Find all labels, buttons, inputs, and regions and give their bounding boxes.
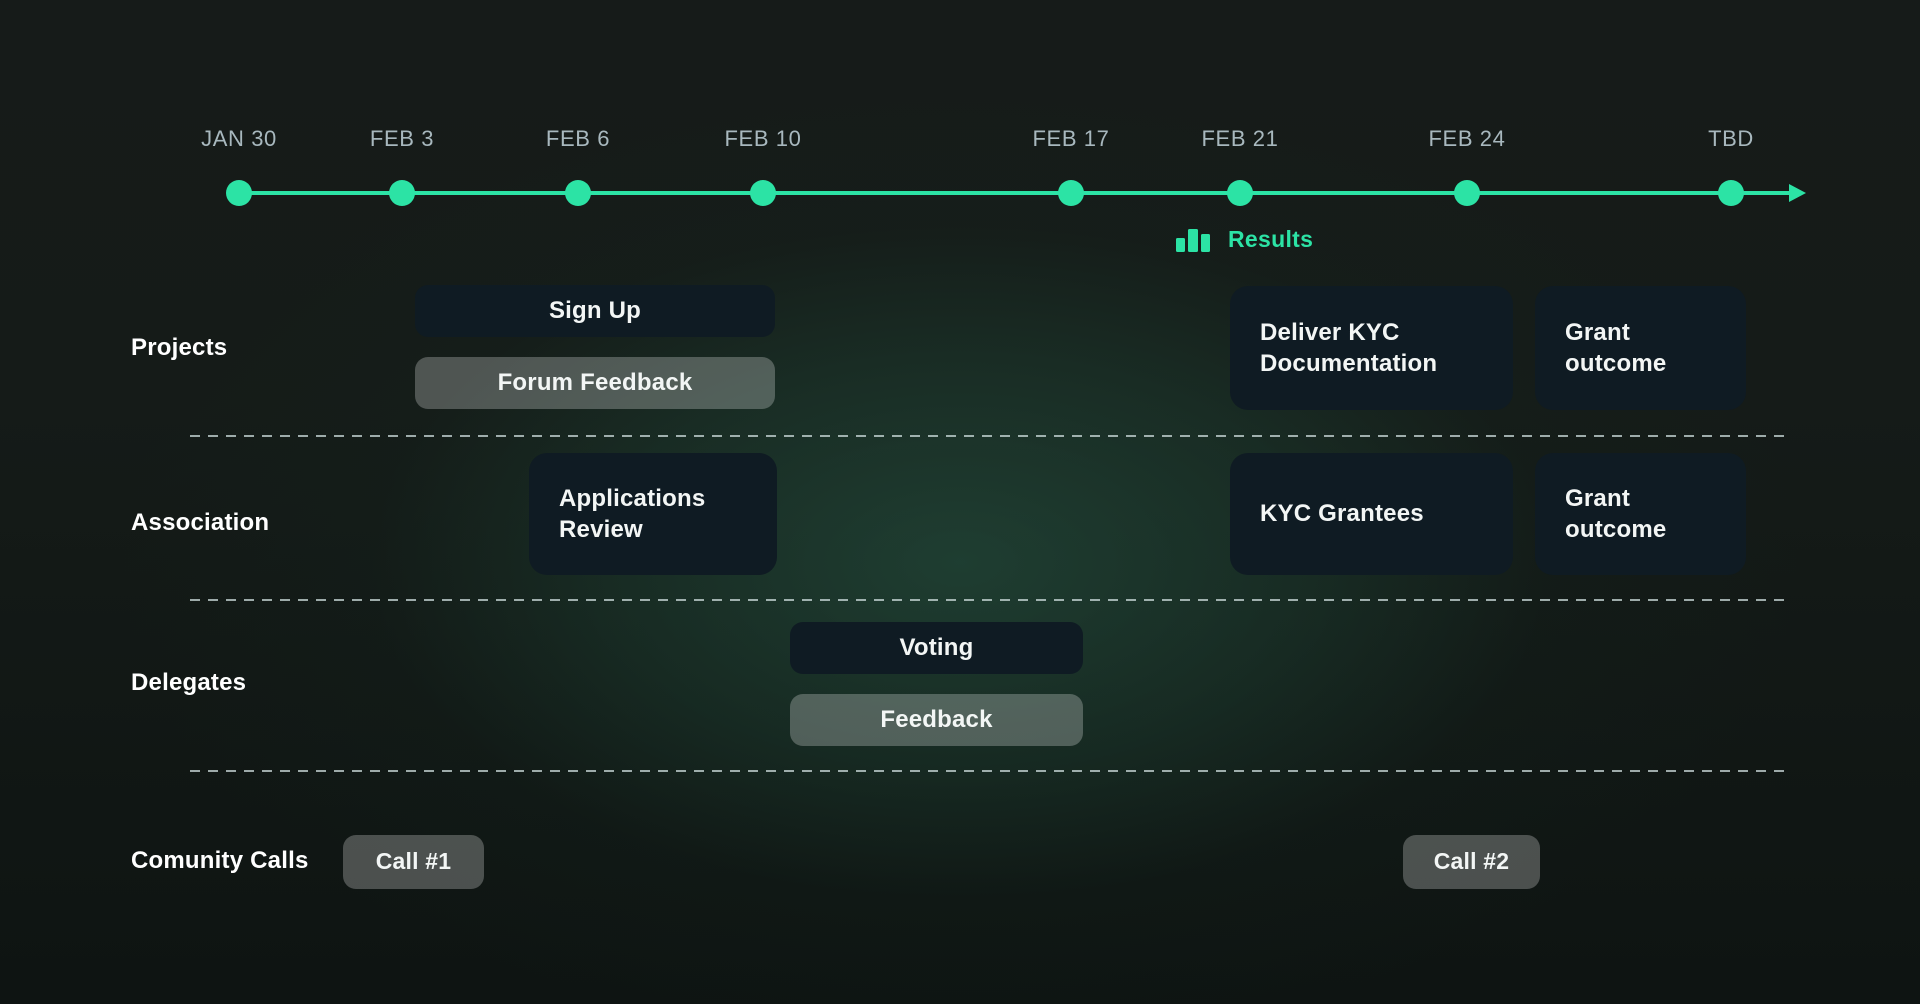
milestone-call-2: Call #2: [1403, 835, 1540, 889]
date-label-feb-17: FEB 17: [1032, 126, 1110, 151]
milestone-label: KYC Grantees: [1260, 500, 1424, 528]
milestone-deliver-kyc-documentation: Deliver KYC Documentation: [1230, 286, 1513, 410]
row-label-comunity-calls: Comunity Calls: [131, 847, 309, 874]
milestone-label: Deliver KYC Documentation: [1260, 318, 1438, 377]
milestone-kyc-grantees: KYC Grantees: [1230, 453, 1513, 575]
bar-chart-icon: [1176, 228, 1210, 252]
timeline-dot: [1058, 180, 1084, 206]
row-label-association: Association: [131, 509, 270, 536]
date-label-feb-10: FEB 10: [724, 126, 802, 151]
date-label-tbd: TBD: [1708, 126, 1754, 151]
row-label-delegates: Delegates: [131, 669, 247, 696]
date-label-feb-3: FEB 3: [369, 126, 435, 151]
milestone-applications-review: Applications Review: [529, 453, 777, 575]
milestone-grant-outcome-association: Grant outcome: [1535, 453, 1746, 575]
milestone-label: Voting: [899, 634, 974, 662]
milestone-feedback: Feedback: [790, 694, 1083, 746]
timeline-dot: [565, 180, 591, 206]
milestone-label: Forum Feedback: [497, 369, 693, 397]
timeline-axis: [239, 191, 1792, 195]
row-label-projects: Projects: [131, 334, 228, 361]
milestone-label: Applications Review: [559, 484, 706, 543]
timeline-dot: [1227, 180, 1253, 206]
date-label-feb-21: FEB 21: [1201, 126, 1279, 151]
milestone-voting: Voting: [790, 622, 1083, 674]
milestone-label: Grant outcome: [1565, 318, 1667, 377]
milestone-sign-up: Sign Up: [415, 285, 775, 337]
milestone-call-1: Call #1: [343, 835, 484, 889]
timeline-dot: [1718, 180, 1744, 206]
timeline-dot: [1454, 180, 1480, 206]
milestone-grant-outcome-projects: Grant outcome: [1535, 286, 1746, 410]
date-label-jan-30: JAN 30: [201, 126, 277, 151]
row-separator: [190, 599, 1791, 601]
milestone-label: Grant outcome: [1565, 484, 1667, 543]
timeline-dot: [226, 180, 252, 206]
results-label: Results: [1228, 226, 1314, 252]
milestone-label: Call #1: [375, 848, 452, 875]
timeline-dot: [750, 180, 776, 206]
row-separator: [190, 770, 1791, 772]
timeline-arrow-icon: [1789, 184, 1806, 202]
date-label-feb-24: FEB 24: [1428, 126, 1506, 151]
milestone-label: Sign Up: [548, 297, 642, 325]
timeline-dot: [389, 180, 415, 206]
milestone-label: Call #2: [1433, 848, 1510, 875]
milestone-label: Feedback: [880, 706, 993, 734]
row-separator: [190, 435, 1791, 437]
date-label-feb-6: FEB 6: [545, 126, 611, 151]
results-annotation: Results: [1176, 226, 1313, 253]
milestone-forum-feedback: Forum Feedback: [415, 357, 775, 409]
